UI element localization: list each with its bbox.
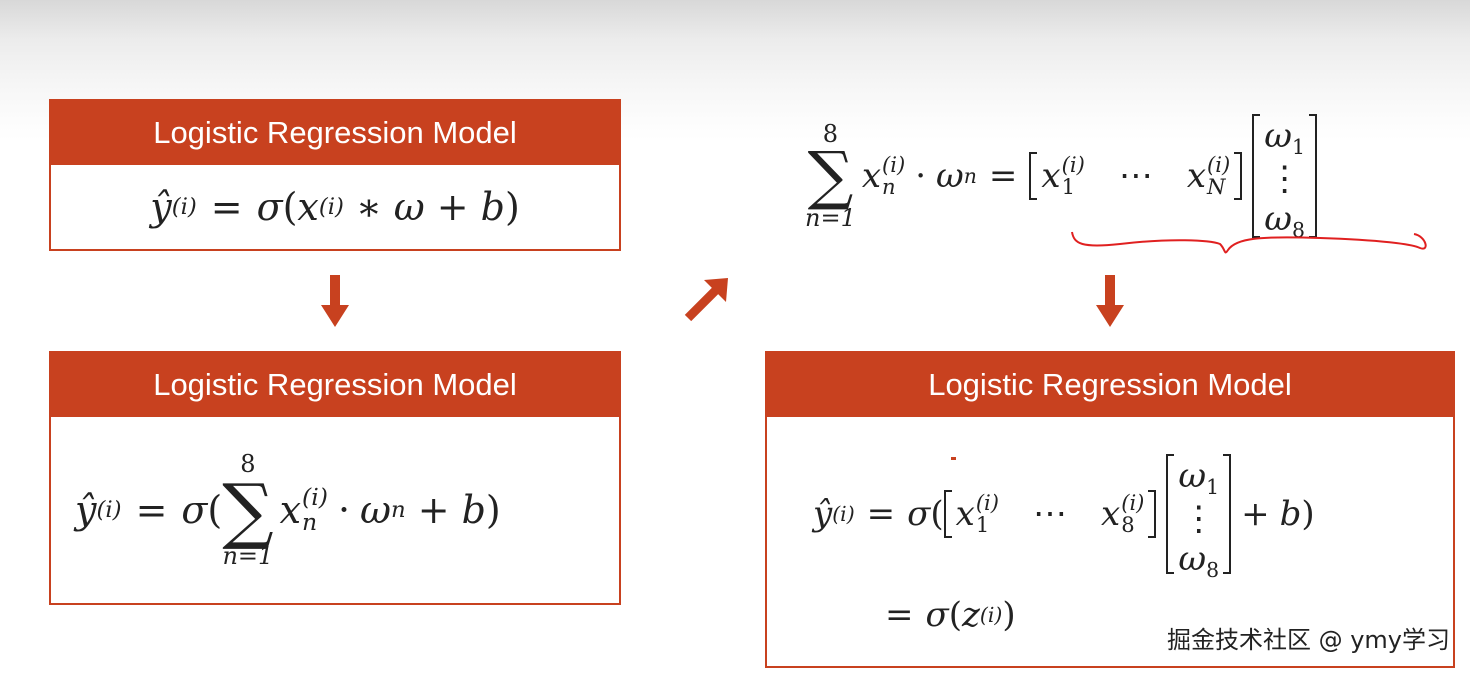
arrow-down-icon	[321, 275, 349, 327]
stray-mark	[951, 457, 956, 460]
column-vector: ω1 ⋮ ω8	[1252, 114, 1317, 242]
summation-symbol: 8 ∑ n=1	[222, 449, 274, 571]
equation-matrix-form: ŷ(i) = σ( x(i)1 ⋯ x(i)8 ω1 ⋮ ω8 + b)	[813, 454, 1315, 583]
summation-symbol: 8 ∑ n=1	[805, 119, 856, 233]
row-vector: x(i)1 ⋯ x(i)N	[1029, 152, 1243, 200]
watermark: 掘金技术社区 @ ymy学习	[1166, 626, 1450, 654]
model-box-bottom-right: Logistic Regression Model ŷ(i) = σ( x(i)…	[765, 351, 1455, 668]
box-title: Logistic Regression Model	[51, 101, 619, 165]
column-vector: ω1 ⋮ ω8	[1166, 454, 1232, 582]
arrow-down-icon	[1096, 275, 1124, 327]
equation-basic: ŷ(i) = σ(x(i) ∗ ω + b)	[150, 185, 520, 229]
equation-z-form: = σ( z(i) )	[885, 595, 1016, 635]
box-title: Logistic Regression Model	[51, 353, 619, 417]
y-hat: ŷ	[150, 185, 172, 229]
row-vector: x(i)1 ⋯ x(i)8	[943, 490, 1157, 538]
arrow-up-right-icon	[684, 278, 728, 322]
brace-annotation	[1071, 231, 1427, 254]
model-box-bottom-left: Logistic Regression Model ŷ(i) = σ( 8 ∑ …	[49, 351, 621, 605]
model-box-top-left: Logistic Regression Model ŷ(i) = σ(x(i) …	[49, 99, 621, 251]
box-title: Logistic Regression Model	[767, 353, 1453, 417]
